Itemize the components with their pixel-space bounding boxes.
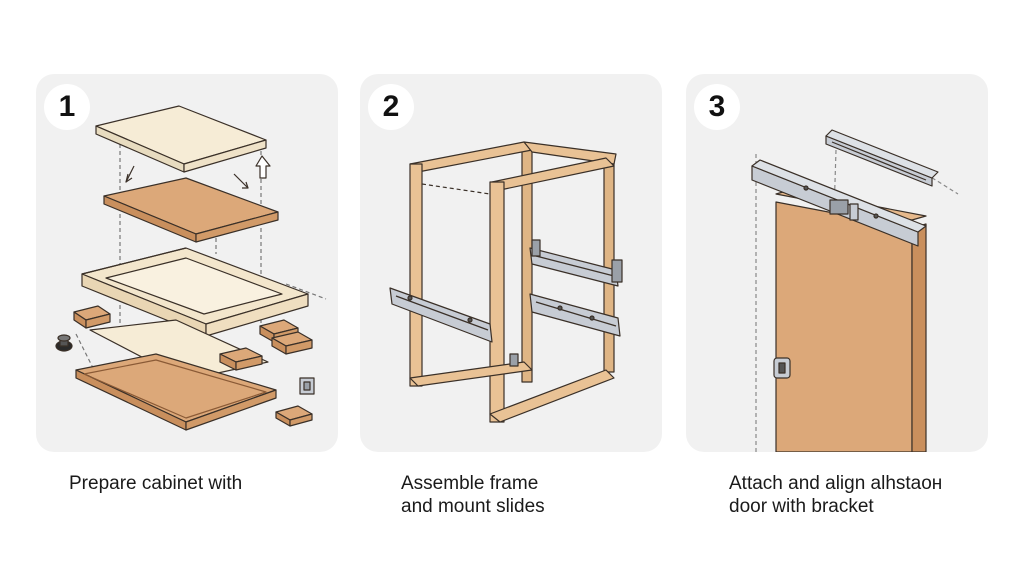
step-2-caption-line: and mount slides (401, 496, 545, 517)
step-1-panel: 1 (36, 74, 338, 452)
wood-block (275, 405, 313, 427)
lift-arrow-icon (255, 155, 271, 179)
bracket-clamp (829, 199, 849, 215)
step-3-number-badge: 3 (694, 84, 740, 130)
step-3-caption-line: door with bracket (729, 496, 874, 517)
top-rail (523, 141, 617, 165)
step-2-caption: Assemble frame and mount slides (401, 472, 545, 518)
top-rail (491, 157, 615, 191)
small-bracket (825, 129, 939, 187)
step-3-panel: 3 (686, 74, 988, 452)
step-1-number-badge: 1 (44, 84, 90, 130)
door-latch-icon (773, 357, 791, 379)
bottom-rail (489, 369, 615, 423)
wood-block (219, 347, 263, 371)
wood-block (73, 305, 111, 329)
door-and-bracket-illustration (751, 129, 959, 452)
top-panel (95, 105, 267, 173)
slide-clip (531, 239, 541, 257)
drawer-slide (529, 293, 621, 337)
bottom-board (75, 353, 277, 431)
bracket-clamp (849, 203, 859, 221)
front-post (489, 181, 505, 423)
top-rail (409, 141, 533, 173)
guide-lines (755, 149, 959, 452)
step-2-caption-line: Assemble frame (401, 473, 539, 494)
slide-clip (509, 353, 519, 367)
step-2-panel: 2 (360, 74, 662, 452)
knob-icon (55, 334, 73, 352)
exploded-cabinet-illustration (55, 105, 327, 431)
wood-panel (103, 177, 279, 243)
front-post (409, 163, 423, 387)
step-2-number-badge: 2 (368, 84, 414, 130)
step-3-caption: Attach and align alhstaон door with brac… (729, 472, 942, 518)
wood-block (271, 331, 313, 355)
step-1-caption: Prepare cabinet with (69, 472, 242, 495)
step-3-caption-line: Attach and align alhstaон (729, 473, 943, 494)
bracket-icon (299, 377, 315, 395)
drawer-slide (389, 287, 493, 343)
bottom-rail (409, 361, 533, 387)
frame-and-slides-illustration (389, 141, 623, 423)
step-1-caption-line: Prepare cabinet with (69, 473, 243, 494)
drawer-slide (529, 247, 623, 287)
